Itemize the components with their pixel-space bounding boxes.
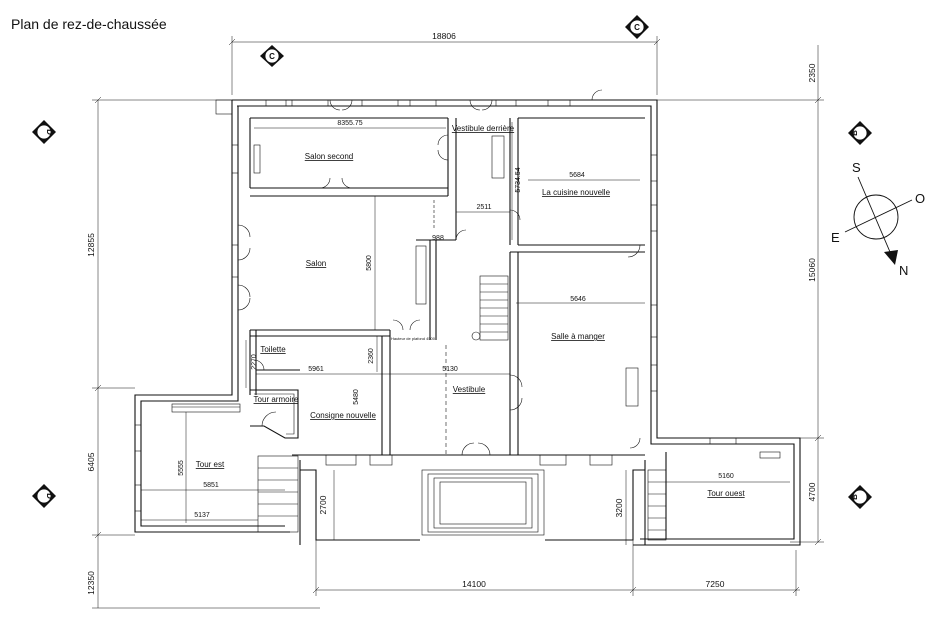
section-mark-c-top-right: C — [625, 15, 649, 39]
dim-left-upper: 12855 — [86, 233, 96, 257]
dim-passage: 2511 — [476, 204, 491, 211]
room-toilette: Toilette — [260, 345, 286, 354]
room-vestibule-derriere: Vestibule derrière — [452, 124, 515, 133]
dim-tour-est-height: 5555 — [178, 460, 185, 476]
ceiling-note: Hauteur de plafond 4500 — [391, 336, 436, 341]
dim-left-lower: 12350 — [86, 571, 96, 595]
dim-5961: 5961 — [308, 366, 324, 373]
svg-text:C: C — [634, 23, 640, 32]
stairs — [257, 275, 667, 541]
dim-salon-second-width: 8355.75 — [337, 120, 362, 127]
dim-consigne-height: 2360 — [368, 348, 375, 364]
compass-n: N — [899, 263, 908, 278]
section-markers: C C D D B B — [32, 15, 872, 509]
dimension-lines — [92, 36, 824, 609]
dim-bottom-right: 7250 — [706, 579, 725, 589]
svg-text:C: C — [269, 52, 275, 61]
dim-tour-est-width2: 5137 — [194, 512, 210, 519]
section-mark-b-upper: B — [848, 121, 872, 145]
section-mark-b-lower: B — [848, 485, 872, 509]
north-arrow-icon — [884, 250, 898, 265]
room-salon: Salon — [306, 259, 326, 268]
dim-right-lower: 4700 — [807, 482, 817, 501]
room-tour-est: Tour est — [196, 460, 225, 469]
dim-right-main: 15060 — [807, 258, 817, 282]
compass-rose: S O E N — [831, 160, 925, 278]
room-salon-second: Salon second — [305, 152, 353, 161]
dim-terrace-right: 3200 — [614, 498, 624, 517]
dim-tour-ouest-width: 5160 — [718, 473, 734, 480]
room-consigne-nouvelle: Consigne nouvelle — [310, 411, 376, 420]
doors — [237, 89, 641, 456]
dim-5480: 5480 — [353, 389, 360, 405]
dim-salle-width: 5646 — [570, 296, 586, 303]
walls — [134, 99, 801, 546]
svg-text:D: D — [45, 129, 54, 135]
dim-small: 988 — [432, 235, 444, 242]
page-title: Plan de rez-de-chaussée — [11, 16, 167, 32]
dim-left-middle: 6405 — [86, 452, 96, 471]
dim-salon-height: 5800 — [366, 255, 373, 271]
dim-cuisine-height: 5734.54 — [515, 167, 522, 192]
room-salle-a-manger: Salle à manger — [551, 332, 605, 341]
room-tour-ouest: Tour ouest — [707, 489, 745, 498]
compass-s: S — [852, 160, 861, 175]
section-mark-c-top-left: C — [260, 45, 284, 67]
compass-e: E — [831, 230, 840, 245]
svg-text:D: D — [45, 493, 54, 499]
dim-cuisine-width: 5684 — [569, 172, 585, 179]
dim-bottom-center: 14100 — [462, 579, 486, 589]
room-labels: Salon second Vestibule derrière La cuisi… — [196, 124, 746, 498]
dim-top: 18806 — [432, 31, 456, 41]
dim-terrace-left: 2700 — [318, 495, 328, 514]
dim-toilette-height: 2270 — [251, 354, 258, 370]
section-mark-d-upper: D — [32, 120, 56, 144]
interior-dims — [141, 122, 790, 523]
dimension-labels: 18806 12855 6405 12350 2350 15060 4700 1… — [86, 31, 817, 595]
room-cuisine-nouvelle: La cuisine nouvelle — [542, 188, 611, 197]
section-mark-d-lower: D — [32, 484, 56, 508]
svg-text:B: B — [850, 130, 859, 136]
compass-o: O — [915, 191, 925, 206]
room-tour-armoire: Tour armoire — [254, 395, 299, 404]
svg-text:B: B — [850, 494, 859, 500]
windows — [134, 99, 781, 512]
dim-5130: 5130 — [442, 366, 458, 373]
dim-right-top: 2350 — [807, 63, 817, 82]
dim-tour-est-width: 5851 — [203, 482, 219, 489]
room-vestibule: Vestibule — [453, 385, 486, 394]
